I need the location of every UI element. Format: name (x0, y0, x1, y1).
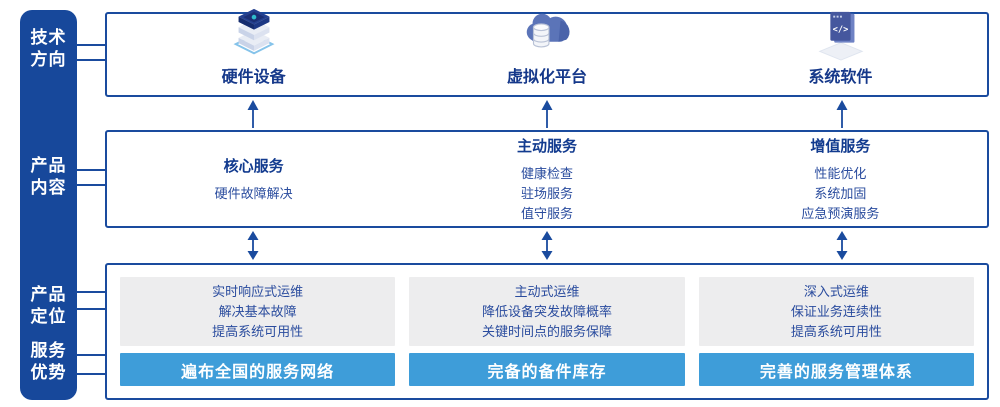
tech-item-label: 系统软件 (808, 69, 873, 86)
sidebar-label-line: 定位 (30, 307, 67, 326)
positioning-advantage-panel: 实时响应式运维 解决基本故障 提高系统可用性 遍布全国的服务网络 主动式运维 降… (105, 263, 989, 400)
connector-line (76, 354, 106, 356)
advantage-bar: 完善的服务管理体系 (698, 353, 974, 386)
connector-line (76, 169, 106, 171)
advantage-bar: 完备的备件库存 (409, 353, 685, 386)
sidebar-label-line: 技术 (30, 28, 67, 47)
advantage-bar: 遍布全国的服务网络 (120, 353, 396, 386)
sidebar-label-line: 产品 (30, 285, 67, 304)
content-column-core-service: 核心服务 硬件故障解决 (107, 132, 400, 226)
content-column-heading: 增值服务 (810, 137, 871, 155)
svg-text:</>: </> (833, 25, 849, 35)
sidebar-label-line: 内容 (30, 178, 67, 197)
connector-line (76, 291, 106, 293)
sidebar-label-line: 服务 (30, 341, 67, 360)
product-content-panel: 核心服务 硬件故障解决 主动服务 健康检查 驻场服务 值守服务 增值服务 性能优… (105, 130, 989, 228)
tech-item-hardware: 硬件设备 (107, 8, 400, 95)
positioning-box: 主动式运维 降低设备突发故障概率 关键时间点的服务保障 (409, 277, 685, 346)
positioning-line: 提高系统可用性 (212, 323, 304, 339)
sidebar-label-service-advantage: 服务 优势 (20, 340, 77, 384)
double-arrow (247, 231, 259, 260)
tech-item-virtualization: 虚拟化平台 (400, 13, 693, 95)
bottom-column-proactive: 主动式运维 降低设备突发故障概率 关键时间点的服务保障 完备的备件库存 (409, 277, 685, 386)
content-column-value-added-service: 增值服务 性能优化 系统加固 应急预演服务 (694, 132, 987, 226)
content-item: 系统加固 (814, 185, 867, 201)
positioning-line: 关键时间点的服务保障 (481, 323, 612, 339)
positioning-box: 实时响应式运维 解决基本故障 提高系统可用性 (120, 277, 396, 346)
connector-line (76, 44, 106, 46)
up-arrow (836, 100, 848, 128)
bottom-column-realtime: 实时响应式运维 解决基本故障 提高系统可用性 遍布全国的服务网络 (120, 277, 396, 386)
cloud-database-icon (518, 7, 576, 61)
code-window-icon: </> (811, 7, 869, 61)
content-item: 值守服务 (520, 205, 573, 221)
content-column-heading: 主动服务 (516, 137, 577, 155)
positioning-line: 解决基本故障 (218, 303, 297, 319)
double-arrow (541, 231, 553, 260)
content-column-heading: 核心服务 (223, 157, 284, 175)
connector-line (76, 308, 106, 310)
content-item: 驻场服务 (520, 185, 573, 201)
sidebar-label-product-positioning: 产品 定位 (20, 284, 77, 328)
positioning-box: 深入式运维 保证业务连续性 提高系统可用性 (698, 277, 974, 346)
tech-item-system-software: </> 系统软件 (694, 11, 987, 95)
positioning-line: 深入式运维 (803, 283, 869, 299)
sidebar-label-tech-direction: 技术 方向 (20, 27, 77, 71)
sidebar: 技术 方向 产品 内容 产品 定位 服务 优势 (20, 10, 77, 400)
tech-direction-panel: 硬件设备 虚拟化平台 (105, 8, 989, 97)
connector-line (76, 184, 106, 186)
sidebar-label-product-content: 产品 内容 (20, 155, 77, 199)
content-item: 硬件故障解决 (214, 185, 293, 201)
tech-item-label: 虚拟化平台 (506, 69, 587, 86)
server-stack-icon (225, 7, 283, 61)
positioning-line: 保证业务连续性 (790, 303, 882, 319)
content-column-proactive-service: 主动服务 健康检查 驻场服务 值守服务 (400, 132, 693, 226)
connector-line (76, 59, 106, 61)
up-arrow (541, 100, 553, 128)
up-arrow (247, 100, 259, 128)
sidebar-label-line: 优势 (30, 363, 67, 382)
bottom-column-deep: 深入式运维 保证业务连续性 提高系统可用性 完善的服务管理体系 (698, 277, 974, 386)
content-item: 性能优化 (814, 165, 867, 181)
positioning-line: 主动式运维 (514, 283, 580, 299)
connector-line (76, 373, 106, 375)
tech-item-label: 硬件设备 (221, 69, 286, 86)
double-arrow (836, 231, 848, 260)
content-item: 健康检查 (520, 165, 573, 181)
sidebar-label-line: 方向 (30, 50, 67, 69)
positioning-line: 实时响应式运维 (212, 283, 304, 299)
sidebar-label-line: 产品 (30, 156, 67, 175)
content-item: 应急预演服务 (801, 205, 880, 221)
positioning-line: 提高系统可用性 (790, 323, 882, 339)
positioning-line: 降低设备突发故障概率 (481, 303, 612, 319)
